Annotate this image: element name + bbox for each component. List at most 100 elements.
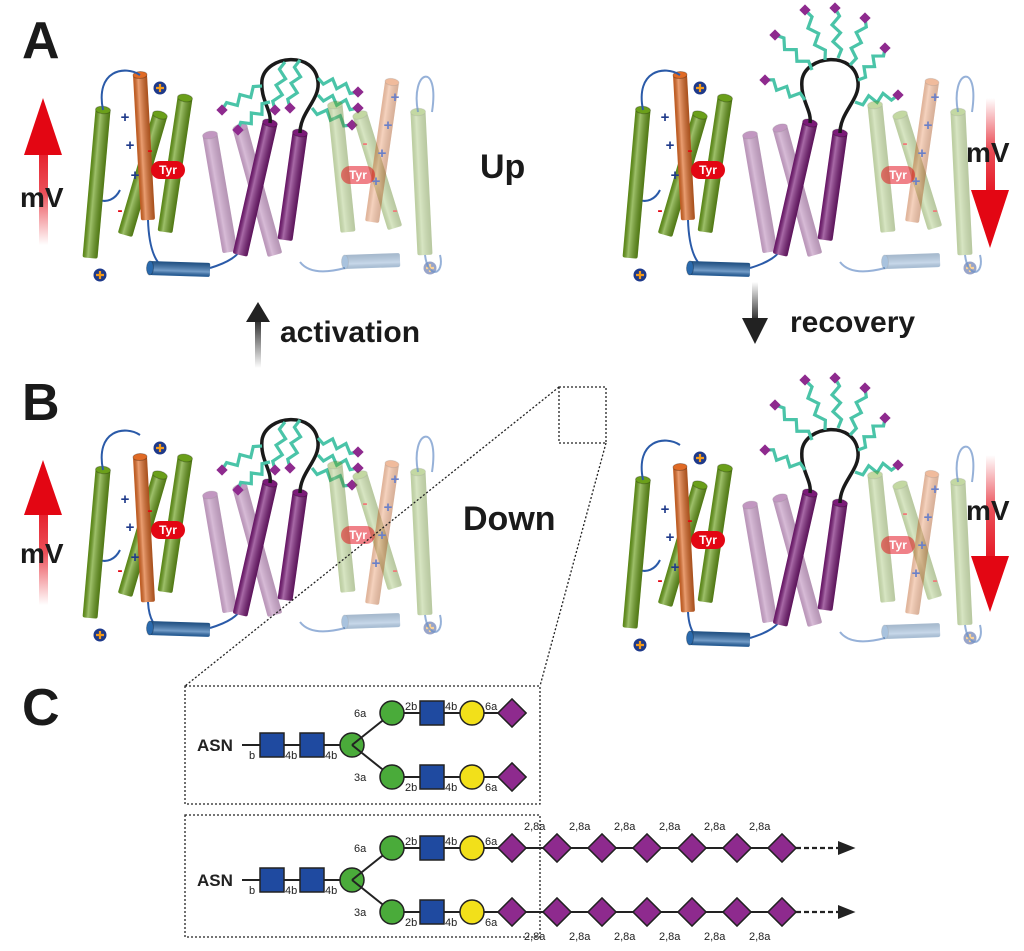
sialic-acid-diamond-icon	[496, 896, 528, 928]
positive-charge: +	[671, 559, 680, 576]
polysialic-chain	[270, 421, 288, 471]
negative-charge: -	[148, 142, 153, 159]
loop	[100, 429, 141, 471]
linkage-label: 3a	[354, 907, 367, 919]
positive-charge: +	[918, 537, 927, 554]
positive-charge: +	[121, 491, 130, 508]
positive-charge: +	[126, 137, 135, 154]
sialic-acid-diamond-icon	[766, 896, 798, 928]
helix-s1	[622, 105, 651, 259]
polysialic-chain	[774, 403, 814, 441]
channel-state-b-down: +++--Tyr++++--Tyr	[622, 372, 982, 652]
tyr-label: Tyr	[151, 521, 185, 539]
svg-text:Tyr: Tyr	[889, 168, 907, 182]
sialic-acid-icon	[284, 462, 296, 474]
positive-charge: +	[666, 529, 675, 546]
sialic-acid-icon	[799, 374, 811, 386]
glcnac-square-icon	[419, 764, 445, 790]
positive-charge: +	[931, 481, 940, 498]
negative-charge: -	[393, 562, 398, 579]
polysialic-chain	[803, 378, 828, 431]
sialic-acid-icon	[879, 412, 891, 424]
tyr-label: Tyr	[151, 161, 185, 179]
polysialic-chain	[316, 436, 359, 456]
linkage-label: 2,8a	[524, 931, 546, 943]
linkage-label: b	[249, 750, 255, 762]
helix-s4-faded	[905, 469, 940, 615]
polysialic-chain	[764, 448, 807, 471]
helix-faded	[327, 460, 356, 593]
helix-pore-s6	[817, 128, 848, 241]
negative-charge: -	[393, 202, 398, 219]
loop	[964, 254, 982, 273]
positive-charge: +	[372, 555, 381, 572]
voltage-arrow-up-a	[24, 98, 62, 245]
loop	[100, 69, 141, 111]
positive-charge: +	[121, 109, 130, 126]
polysialic-chain	[848, 17, 869, 67]
activation-arrow	[246, 302, 270, 368]
voltage-arrow-down-a	[971, 98, 1009, 248]
negative-charge: -	[933, 572, 938, 589]
helix-pore-faded	[202, 130, 238, 253]
panel-label-a: A	[22, 12, 60, 70]
negative-charge: -	[658, 202, 663, 219]
svg-text:Tyr: Tyr	[159, 523, 177, 537]
loop	[424, 254, 442, 273]
helix-pore-right-faded	[340, 253, 401, 270]
mv-label-a: mV	[20, 182, 64, 213]
glcnac-square-icon	[299, 867, 325, 893]
panel-label-c: C	[22, 679, 60, 737]
helix-s1	[82, 465, 111, 619]
negative-charge: -	[688, 512, 693, 529]
sialic-acid-diamond-icon	[496, 761, 528, 793]
glcnac-square-icon	[419, 700, 445, 726]
negative-charge: -	[363, 135, 368, 152]
galactose-circle-icon	[459, 835, 485, 861]
asn-label: ASN	[197, 736, 233, 755]
positive-residue-icon	[633, 638, 647, 652]
polysialic-chain	[848, 387, 869, 437]
sialic-acid-icon	[879, 42, 891, 54]
positive-charge: +	[126, 519, 135, 536]
linkage-label: 6a	[485, 782, 498, 794]
linkage-label: 2,8a	[704, 931, 726, 943]
helix-faded	[410, 467, 433, 616]
svg-text:Tyr: Tyr	[349, 168, 367, 182]
mv-label-a-right: mV	[966, 137, 1010, 168]
glcnac-square-icon	[259, 867, 285, 893]
positive-charge: +	[918, 145, 927, 162]
helix-faded	[410, 107, 433, 256]
negative-charge: -	[363, 495, 368, 512]
helix-pore-faded	[742, 130, 778, 253]
loop	[415, 75, 435, 113]
sialic-acid-diamond-icon	[496, 697, 528, 729]
negative-charge: -	[148, 502, 153, 519]
sialic-acid-diamond-icon	[586, 896, 618, 928]
tyr-label: Tyr	[691, 161, 725, 179]
helix-pore-s6	[277, 128, 308, 241]
sialic-acid-diamond-icon	[496, 832, 528, 864]
helix-s1	[622, 475, 651, 629]
galactose-circle-icon	[459, 764, 485, 790]
polysialic-chain	[236, 100, 271, 131]
linkage-label: 4b	[285, 885, 297, 897]
polysialic-chain	[854, 461, 899, 477]
sialic-acid-icon	[352, 86, 364, 98]
glcnac-square-icon	[259, 732, 285, 758]
positive-charge: +	[666, 137, 675, 154]
linkage-label: 6a	[485, 836, 498, 848]
helix-pore-faded	[202, 490, 238, 613]
polysialic-chain	[803, 8, 828, 61]
loop	[424, 614, 442, 633]
helix-s4-voltage-sensor	[672, 462, 695, 613]
helix-pore-faded	[742, 500, 778, 623]
sialic-acid-icon	[216, 464, 228, 476]
loop	[839, 631, 886, 643]
loop	[955, 445, 975, 483]
sialic-acid-icon	[892, 459, 904, 471]
sialic-acid-diamond-icon	[541, 832, 573, 864]
svg-text:Tyr: Tyr	[699, 163, 717, 177]
helix-pore-left	[685, 260, 751, 277]
